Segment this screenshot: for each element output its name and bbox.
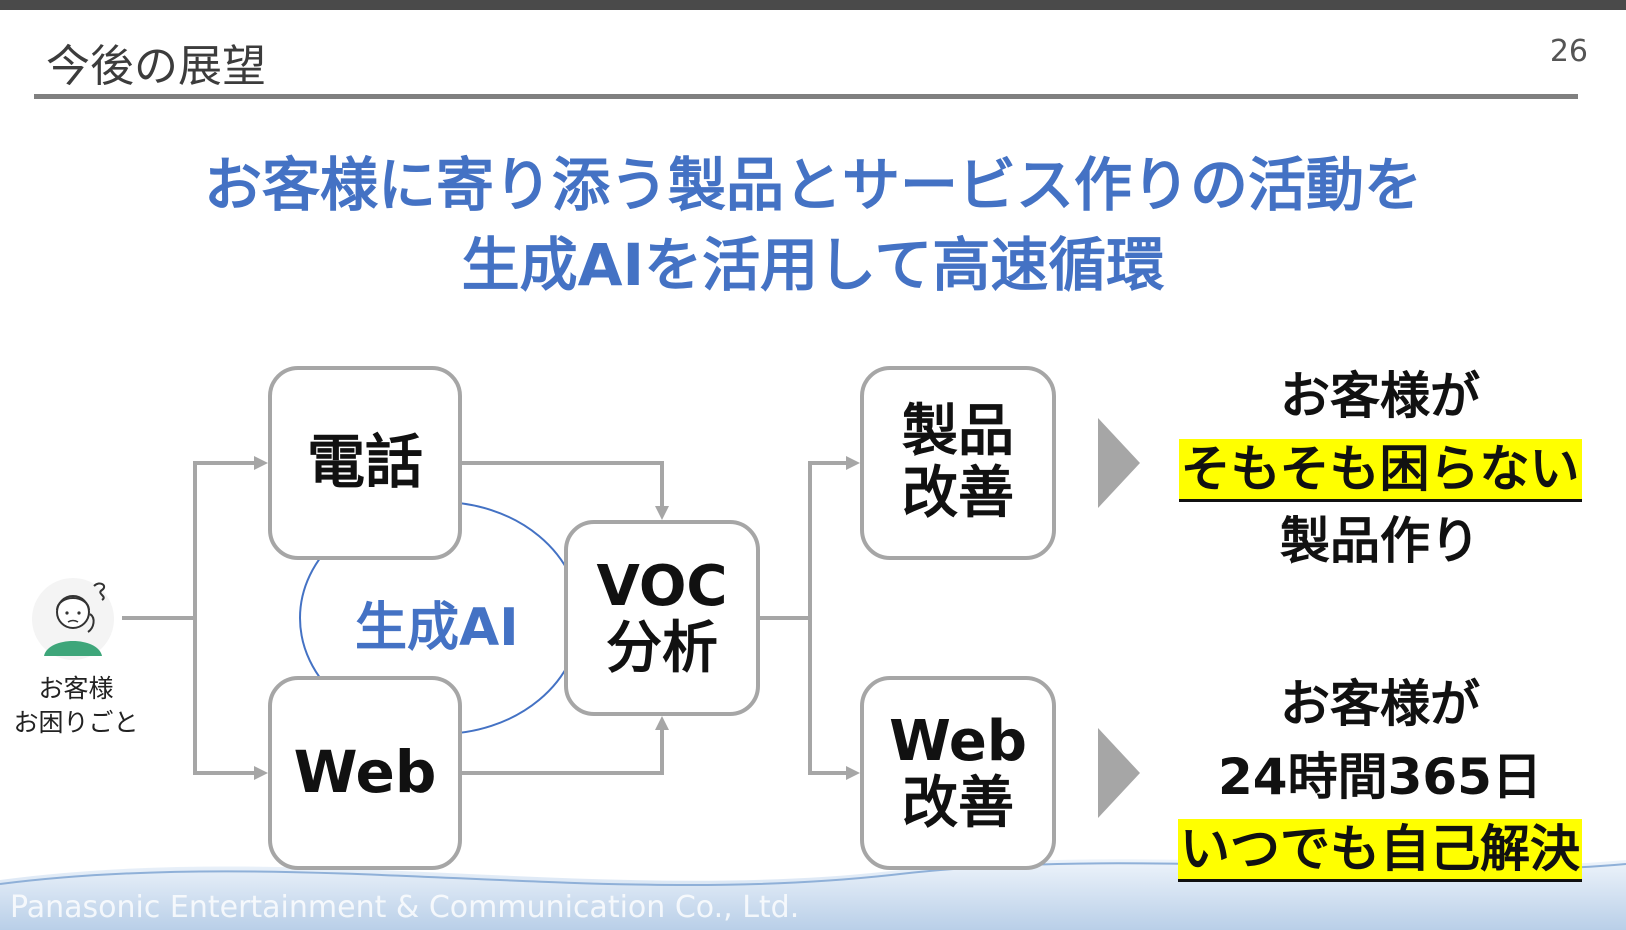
headline-line-1: お客様に寄り添う製品とサービス作りの活動を (203, 151, 1422, 219)
customer-label: お客様 お困りごと (0, 672, 152, 740)
product-improvement-line-2: 改善 (902, 461, 1014, 526)
worried-customer-icon (32, 578, 114, 660)
arrowhead-voc-top (655, 506, 669, 520)
phone-channel-box: 電話 (268, 366, 462, 560)
voc-analysis-line-2: 分析 (606, 616, 718, 681)
product-improvement-line-1: 製品 (902, 399, 1014, 465)
title-rule (34, 94, 1578, 99)
web-channel-box: Web (268, 676, 462, 870)
product-improvement-box: 製品 改善 (860, 366, 1056, 560)
web-improvement-line-2: 改善 (902, 771, 1014, 836)
arrowhead-web (254, 766, 268, 780)
voc-analysis-box: VOC 分析 (564, 520, 760, 716)
web-outcome-highlight: いつでも自己解決 (1178, 819, 1582, 882)
web-improvement-box: Web 改善 (860, 676, 1056, 870)
generative-ai-label: 生成AI (355, 598, 519, 658)
web-outcome-line-2: 24時間365日 (1218, 747, 1542, 806)
headline-line-2: 生成AIを活用して高速循環 (461, 231, 1165, 299)
connector-voc-web (808, 618, 848, 775)
product-outcome: お客様が そもそも困らない 製品作り (1150, 360, 1610, 578)
connector-phone-voc (462, 461, 664, 508)
arrowhead-voc-bottom (655, 716, 669, 730)
result-chevron-1 (1098, 418, 1140, 508)
web-improvement-line-1: Web (889, 709, 1027, 775)
top-bar (0, 0, 1626, 10)
web-outcome: お客様が 24時間365日 いつでも自己解決 (1150, 668, 1610, 886)
result-chevron-2 (1098, 728, 1140, 818)
arrowhead-phone (254, 456, 268, 470)
product-outcome-line-1: お客様が (1280, 367, 1480, 425)
customer-label-line-1: お客様 (38, 674, 114, 703)
slide-title: 今後の展望 (46, 41, 266, 92)
connector-web-voc (462, 728, 664, 775)
voc-analysis-line-1: VOC (596, 554, 728, 620)
web-outcome-line-1: お客様が (1280, 675, 1480, 733)
footer-company-name: Panasonic Entertainment & Communication … (10, 890, 800, 925)
product-outcome-highlight: そもそも困らない (1178, 438, 1582, 502)
phone-channel-label: 電話 (306, 428, 423, 497)
web-channel-label: Web (293, 738, 437, 807)
product-outcome-line-3: 製品作り (1280, 512, 1480, 570)
arrowhead-product (846, 456, 860, 470)
customer-label-line-2: お困りごと (13, 707, 139, 737)
page-number: 26 (1549, 34, 1588, 69)
arrowhead-web-improve (846, 766, 860, 780)
connector-voc-product (760, 461, 848, 620)
connector-customer-web (193, 618, 256, 775)
connector-customer-phone (122, 461, 256, 620)
